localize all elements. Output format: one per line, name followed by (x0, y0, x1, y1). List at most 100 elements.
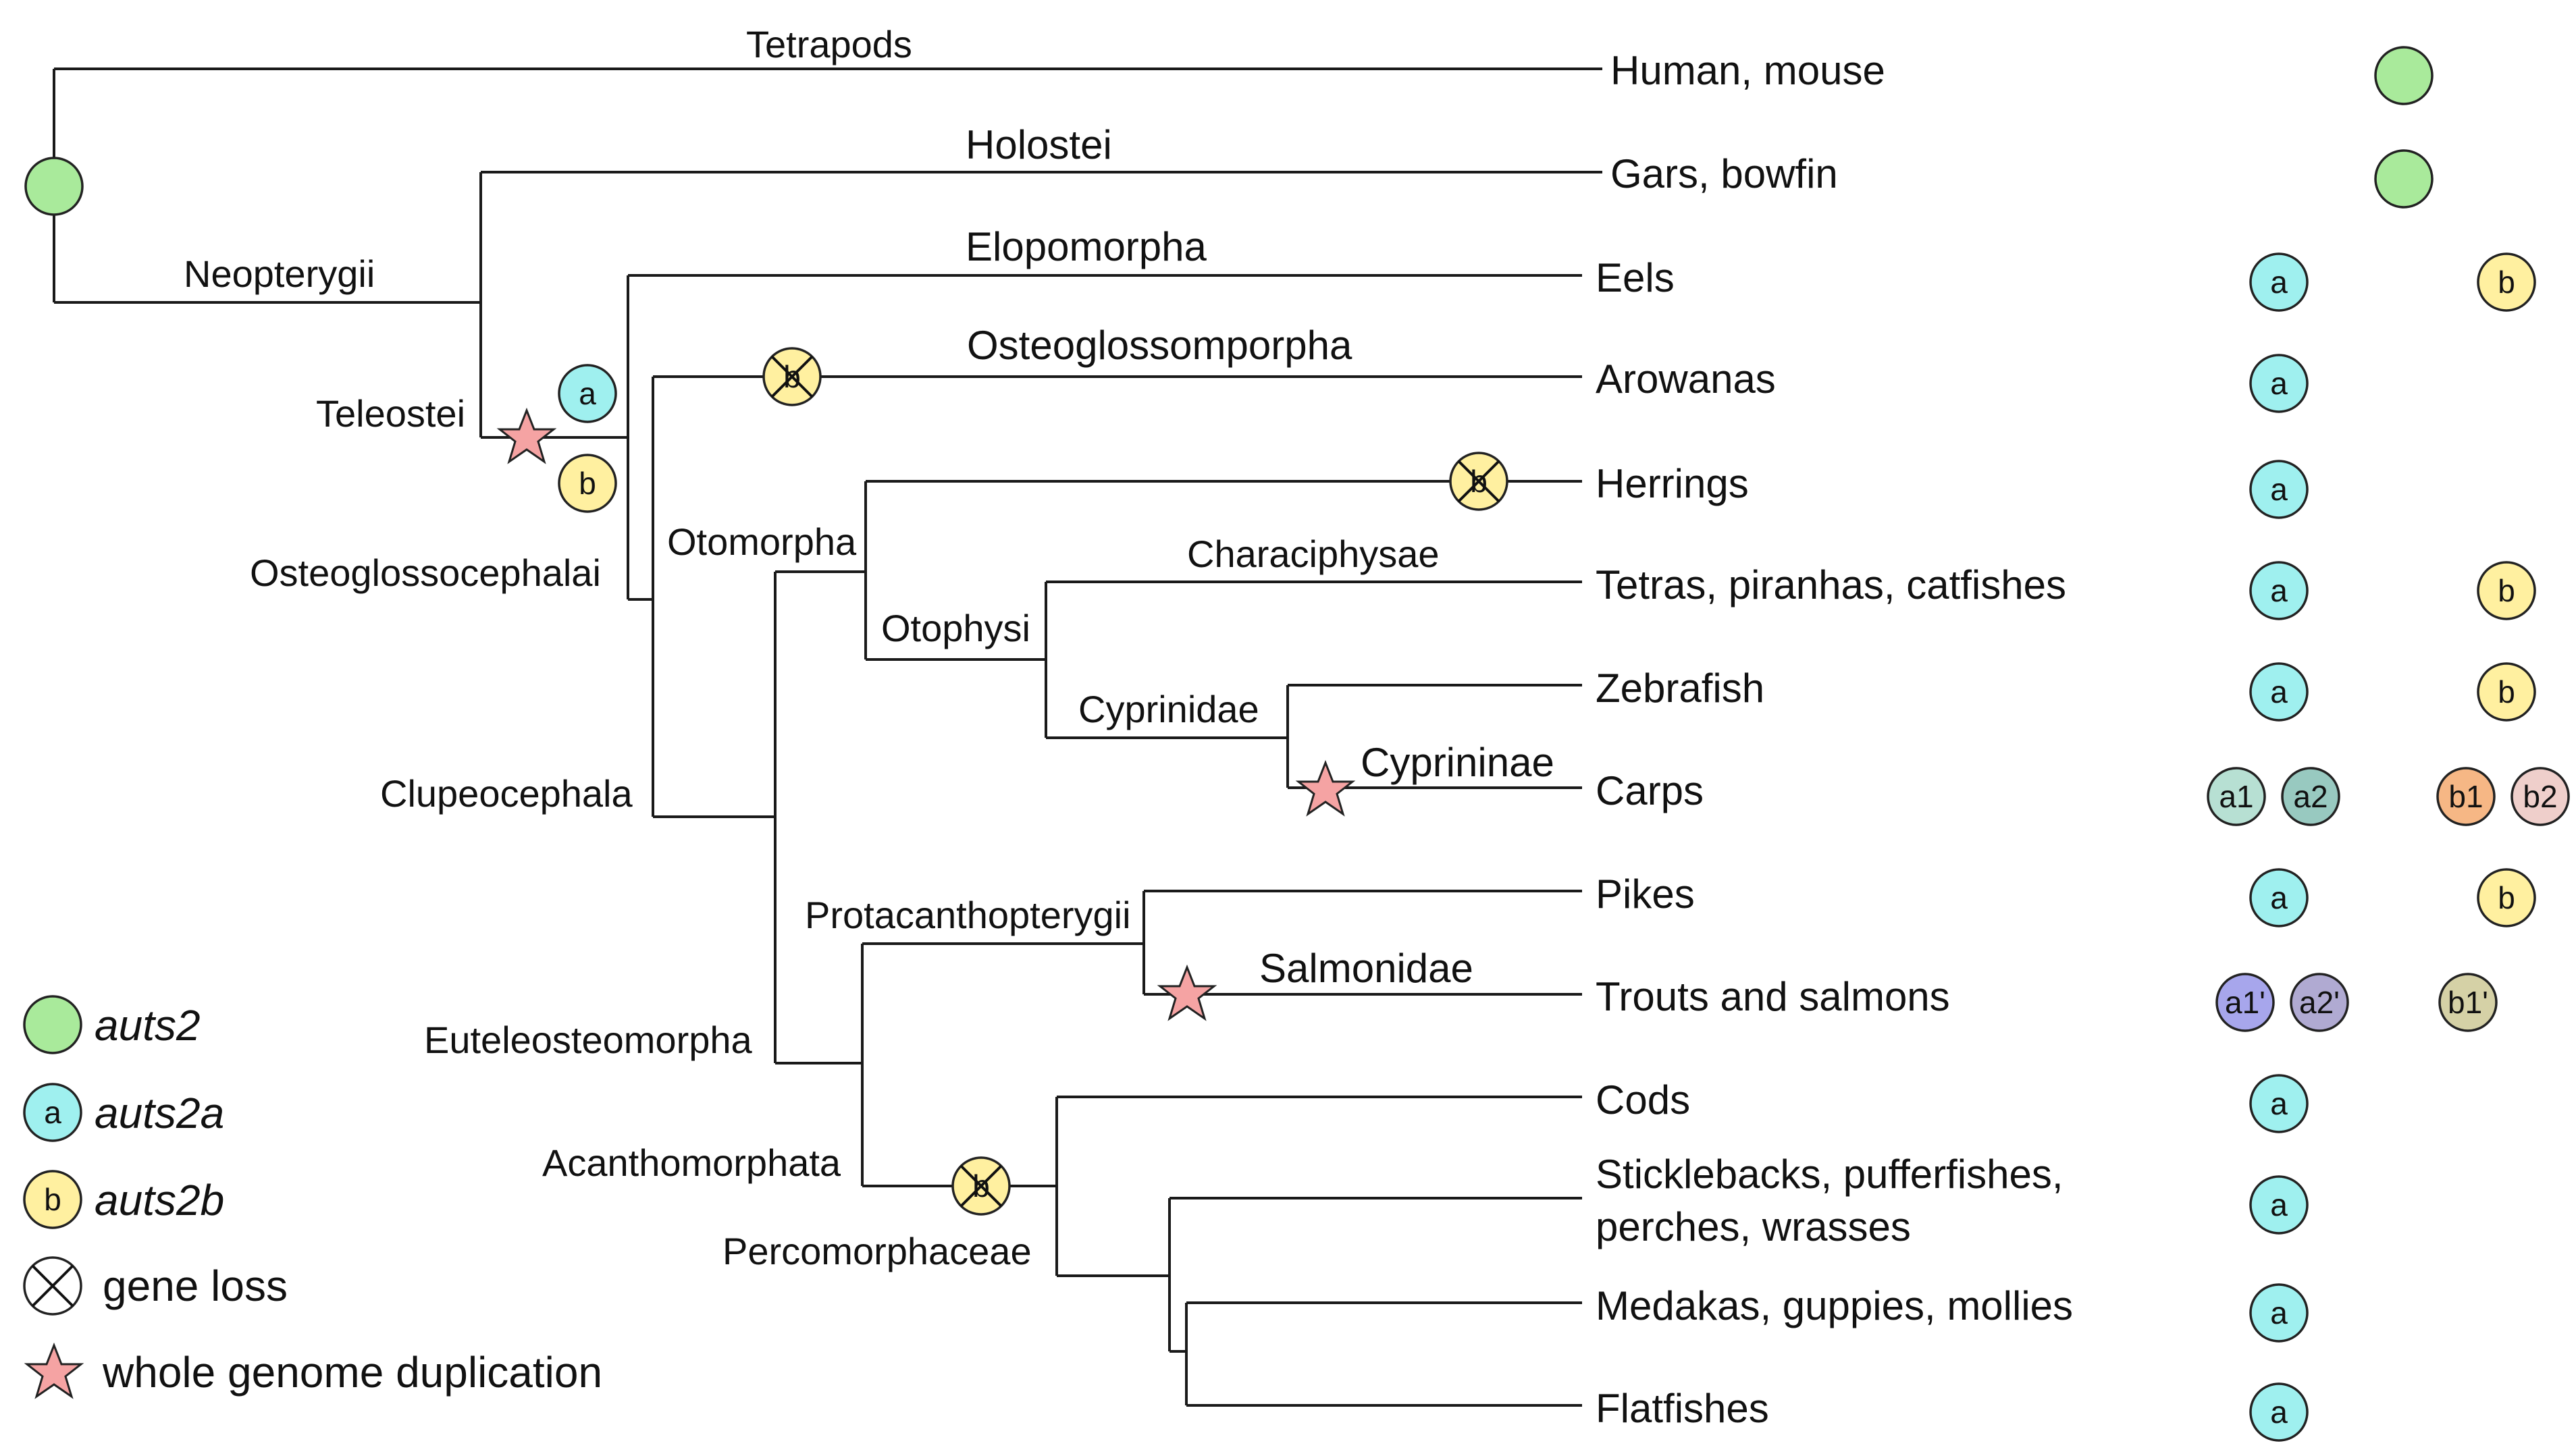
trouts-a1p-letter: a1' (2225, 985, 2265, 1020)
branch-euteleosteomorpha (775, 944, 864, 1186)
species-label-eels: Eels (1596, 255, 1675, 300)
eels-auts2b-icon (2477, 252, 2536, 312)
clade-label-cyprininae: Cyprininae (1361, 740, 1554, 785)
clade-label-percomorphaceae: Percomorphaceae (722, 1230, 1032, 1272)
tetras-auts2b-letter: b (2498, 573, 2515, 608)
branch-medakas-flatfishes (1169, 1301, 1582, 1407)
species-label-medakas: Medakas, guppies, mollies (1596, 1283, 2073, 1328)
eels-auts2b-letter: b (2498, 265, 2515, 300)
clade-label-salmonidae: Salmonidae (1259, 946, 1473, 991)
carps-b2-letter: b2 (2523, 779, 2557, 814)
legend-auts2-icon (23, 995, 82, 1054)
branch-teleostei (481, 274, 1582, 599)
clade-label-neopterygii: Neopterygii (184, 252, 375, 295)
clade-label-osteoglossomporpha: Osteoglossomporpha (967, 323, 1352, 368)
flatfishes-auts2a-icon (2249, 1382, 2309, 1442)
carps-b1-icon (2436, 767, 2496, 826)
sticklebacks-auts2a-icon (2249, 1175, 2309, 1235)
clade-label-teleostei: Teleostei (316, 392, 465, 435)
legend-auts2-label: auts2 (95, 1001, 201, 1050)
branch-percomorphaceae (1057, 1197, 1582, 1351)
species-label-sticklebacks-line1: Sticklebacks, pufferfishes, (1596, 1152, 2064, 1197)
carps-a2-icon (2281, 767, 2340, 826)
legend-auts2a-icon (23, 1083, 82, 1142)
arowanas-auts2a-icon (2249, 354, 2309, 413)
teleost-auts2b-letter: b (579, 466, 596, 501)
legend-gene-loss-label: gene loss (103, 1262, 288, 1310)
zebrafish-auts2a-letter: a (2270, 674, 2288, 709)
trouts-b1p-icon (2438, 973, 2498, 1032)
pikes-auts2a-icon (2249, 868, 2309, 927)
teleost-auts2a-icon (558, 364, 617, 423)
legend-auts2b-letter: b (44, 1182, 61, 1217)
species-label-tetras: Tetras, piranhas, catfishes (1596, 562, 2066, 608)
eels-auts2a-icon (2249, 252, 2309, 312)
species-label-trouts: Trouts and salmons (1596, 974, 1950, 1019)
branch-protacanthopterygii (862, 890, 1582, 996)
clade-label-otophysi: Otophysi (881, 607, 1030, 649)
legend-gene-loss-cross (31, 1264, 74, 1307)
eels-auts2a-letter: a (2270, 265, 2288, 300)
legend: auts2 a auts2a b auts2b gene loss whole … (23, 995, 602, 1398)
clade-label-characiphysae: Characiphysae (1187, 533, 1440, 575)
salmonidae-wgd-star-icon (1159, 966, 1215, 1020)
legend-auts2a-letter: a (44, 1095, 61, 1130)
flatfishes-auts2a-letter: a (2270, 1395, 2288, 1430)
species-label-zebrafish: Zebrafish (1596, 666, 1764, 711)
branch-neopterygii (54, 171, 1602, 437)
species-labels: Human, mouse Gars, bowfin Eels Arowanas … (1596, 48, 2073, 1431)
legend-wgd-label: whole genome duplication (102, 1348, 602, 1397)
teleost-auts2a-letter: a (579, 376, 596, 411)
species-label-flatfishes: Flatfishes (1596, 1386, 1769, 1431)
herrings-auts2a-letter: a (2270, 472, 2288, 507)
clade-label-holostei: Holostei (966, 122, 1112, 167)
tetras-auts2a-icon (2249, 561, 2309, 620)
trouts-a2p-icon (2290, 973, 2349, 1032)
tetras-auts2b-icon (2477, 561, 2536, 620)
human-auts2-icon (2374, 46, 2434, 105)
zebrafish-auts2b-icon (2477, 662, 2536, 722)
arowanas-auts2a-letter: a (2270, 366, 2288, 401)
medakas-auts2a-letter: a (2270, 1295, 2288, 1330)
pikes-auts2b-letter: b (2498, 880, 2515, 915)
sticklebacks-auts2a-letter: a (2270, 1187, 2288, 1222)
species-label-pikes: Pikes (1596, 871, 1695, 917)
gars-auts2-icon (2374, 149, 2434, 209)
carps-a1-icon (2207, 767, 2266, 826)
clade-label-elopomorpha: Elopomorpha (966, 224, 1207, 269)
species-label-carps: Carps (1596, 768, 1704, 813)
carps-b1-letter: b1 (2448, 779, 2483, 814)
branch-otophysi (866, 581, 1582, 738)
trouts-a1p-icon (2215, 973, 2275, 1032)
clade-label-osteoglossocephalai: Osteoglossocephalai (250, 551, 601, 594)
species-label-herrings: Herrings (1596, 461, 1749, 506)
zebrafish-auts2a-icon (2249, 662, 2309, 722)
cods-auts2a-letter: a (2270, 1086, 2288, 1121)
clade-label-acanthomorphata: Acanthomorphata (542, 1141, 841, 1184)
species-label-gars-bowfin: Gars, bowfin (1610, 151, 1838, 196)
species-label-sticklebacks-line2: perches, wrasses (1596, 1204, 1911, 1249)
tree-event-markers: a b b b b (24, 157, 1508, 1216)
herrings-auts2a-icon (2249, 460, 2309, 519)
carps-b2-icon (2511, 767, 2570, 826)
trouts-b1p-letter: b1' (2448, 985, 2488, 1020)
legend-auts2a-label: auts2a (95, 1089, 224, 1137)
clade-labels: Tetrapods Neopterygii Holostei Teleostei… (184, 23, 1554, 1272)
branch-cyprinidae (1046, 684, 1582, 789)
branch-clupeocephala (653, 572, 777, 1063)
cods-auts2a-icon (2249, 1074, 2309, 1133)
clade-label-clupeocephala: Clupeocephala (380, 772, 633, 815)
pikes-auts2a-letter: a (2270, 880, 2288, 915)
root-auts2-icon (24, 157, 84, 216)
osteoglossomorpha-loss-cross (770, 355, 814, 398)
legend-auts2b-label: auts2b (95, 1176, 224, 1224)
clade-label-otomorpha: Otomorpha (667, 520, 857, 563)
clade-label-euteleosteomorpha: Euteleosteomorpha (424, 1019, 753, 1061)
clade-label-tetrapods: Tetrapods (746, 23, 912, 65)
species-label-cods: Cods (1596, 1077, 1690, 1123)
legend-auts2b-icon (23, 1170, 82, 1229)
teleost-wgd-star-icon (498, 409, 555, 463)
carps-a1-letter: a1 (2219, 779, 2253, 814)
tetras-auts2a-letter: a (2270, 573, 2288, 608)
